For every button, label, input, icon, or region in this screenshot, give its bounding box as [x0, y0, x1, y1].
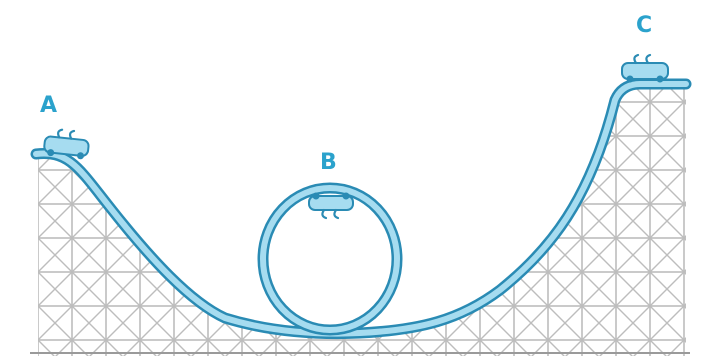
car-c	[622, 55, 668, 83]
label-c: C	[636, 13, 652, 38]
car-b	[309, 193, 353, 219]
car-a	[43, 128, 90, 160]
label-b: B	[320, 150, 337, 175]
label-a: A	[40, 93, 57, 118]
